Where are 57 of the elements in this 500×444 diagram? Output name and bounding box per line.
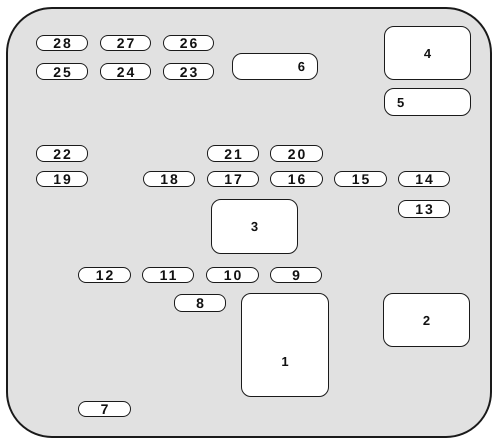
fuse-number: 12 — [94, 268, 116, 282]
fuse-slot — [270, 267, 322, 283]
fuse-number: 17 — [223, 172, 244, 186]
fuse-number: 14 — [414, 172, 435, 186]
fuse-slot — [241, 293, 329, 397]
fuse-slot — [383, 293, 470, 347]
fuse-number: 26 — [178, 36, 200, 50]
fuse-slot — [334, 171, 387, 187]
fuse-number: 24 — [116, 64, 136, 78]
fuse-slot — [36, 145, 88, 162]
fuse-slot — [398, 171, 450, 187]
fuse-number: 18 — [159, 172, 180, 186]
fuse-slot — [384, 88, 471, 116]
fuse-slot — [163, 35, 214, 51]
fuse-slot — [270, 145, 323, 162]
fuse-number: 7 — [100, 402, 110, 416]
fuse-number: 27 — [116, 36, 136, 50]
fuse-slot — [36, 171, 88, 187]
fuse-slot — [174, 294, 226, 312]
fuse-slot — [142, 267, 194, 283]
fuse-number: 9 — [291, 268, 302, 282]
fuse-number: 4 — [424, 46, 432, 60]
fuse-slot — [207, 145, 259, 162]
fuse-slot — [100, 63, 151, 80]
fuse-slot — [78, 401, 131, 417]
fuse-number: 25 — [52, 64, 73, 78]
fuse-number: 15 — [350, 172, 372, 186]
fuse-slot — [78, 267, 131, 283]
fuse-number: 23 — [178, 64, 200, 78]
fuse-slot — [207, 171, 259, 187]
fuse-slot — [100, 35, 151, 51]
fuse-slot — [211, 199, 298, 254]
fuse-slot — [398, 200, 450, 218]
fuse-number: 21 — [223, 146, 244, 160]
fuse-number: 5 — [397, 96, 404, 108]
fuse-number: 11 — [158, 268, 178, 282]
fuse-number: 22 — [52, 146, 73, 160]
fuse-number: 2 — [422, 314, 430, 326]
fuse-number: 19 — [52, 172, 73, 186]
fuse-slot — [270, 171, 323, 187]
fuse-number: 13 — [414, 202, 435, 216]
fuse-slot — [36, 63, 88, 80]
fuse-number: 6 — [298, 60, 305, 73]
fuse-slot — [232, 53, 318, 80]
fuse-slot — [36, 35, 88, 51]
fuse-number: 20 — [286, 146, 308, 160]
fuse-slot — [163, 63, 214, 80]
fuse-number: 1 — [281, 355, 289, 368]
fuse-slot — [384, 26, 471, 80]
fuse-number: 28 — [52, 36, 73, 50]
fuse-number: 3 — [250, 220, 258, 233]
fuse-number: 16 — [286, 172, 308, 186]
fuse-number: 8 — [195, 296, 206, 310]
fuse-box-panel — [6, 7, 492, 438]
fuse-number: 10 — [222, 268, 244, 282]
fuse-slot — [206, 267, 259, 283]
fuse-slot — [143, 171, 195, 187]
